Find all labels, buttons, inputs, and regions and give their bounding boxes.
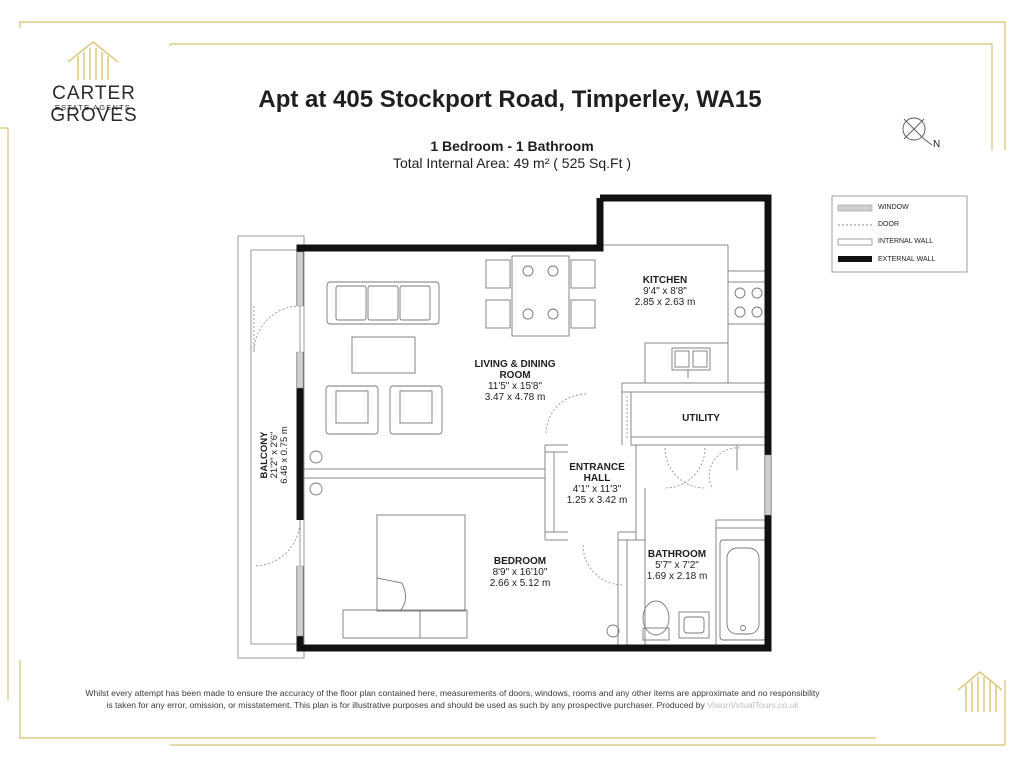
- footer-logo-icon: [957, 671, 1003, 712]
- window-swatch: [837, 204, 873, 212]
- legend-door-label: DOOR: [878, 221, 899, 228]
- disclaimer-line-1: Whilst every attempt has been made to en…: [85, 688, 820, 698]
- room-bathroom: BATHROOM 5'7" x 7'2" 1.69 x 2.18 m: [622, 549, 732, 582]
- room-name-2: ROOM: [499, 370, 531, 381]
- room-kitchen: KITCHEN 9'4" x 8'8" 2.85 x 2.63 m: [610, 275, 720, 308]
- internal-walls: [303, 244, 769, 645]
- compass-north-label: N: [933, 139, 941, 150]
- room-name: LIVING & DINING: [474, 359, 556, 370]
- room-name: BATHROOM: [647, 549, 707, 560]
- room-metric: 1.25 x 3.42 m: [566, 495, 628, 506]
- brand-name: CARTER GROVES: [50, 83, 138, 126]
- compass-icon: [902, 117, 933, 146]
- logo-house-icon: [67, 41, 119, 80]
- total-area: Total Internal Area: 49 m² ( 525 Sq.Ft ): [392, 155, 632, 171]
- brand-tagline: ESTATE AGENTS: [54, 103, 132, 112]
- producer-credit: VisionVirtualTours.co.uk: [707, 700, 799, 710]
- room-balcony: BALCONY 21'2" x 2'6" 6.46 x 0.75 m: [259, 395, 290, 515]
- room-name: ENTRANCE: [569, 462, 625, 473]
- room-name-2: HALL: [583, 473, 611, 484]
- legend-external-wall-label: EXTERNAL WALL: [878, 256, 936, 263]
- legend-box: [831, 195, 968, 273]
- room-metric: 2.85 x 2.63 m: [634, 297, 696, 308]
- rooms-summary: 1 Bedroom - 1 Bathroom: [430, 138, 594, 154]
- windows: [296, 251, 772, 637]
- room-name: UTILITY: [682, 413, 720, 424]
- page-title: Apt at 405 Stockport Road, Timperley, WA…: [258, 86, 762, 113]
- room-metric: 2.66 x 5.12 m: [489, 578, 551, 589]
- room-entrance-hall: ENTRANCE HALL 4'1" x 11'3" 1.25 x 3.42 m: [552, 462, 642, 506]
- room-imperial: 11'5" x 15'8": [487, 381, 543, 392]
- door-swings: [253, 305, 741, 586]
- legend-window-label: WINDOW: [878, 204, 909, 211]
- room-imperial: 5'7" x 7'2": [655, 560, 699, 571]
- room-living-dining: LIVING & DINING ROOM 11'5" x 15'8" 3.47 …: [455, 359, 575, 403]
- room-imperial: 8'9" x 16'10": [492, 567, 548, 578]
- furniture: [309, 255, 767, 641]
- disclaimer-line-2: is taken for any error, omission, or mis…: [30, 699, 875, 711]
- room-metric: 1.69 x 2.18 m: [646, 571, 708, 582]
- disclaimer: Whilst every attempt has been made to en…: [30, 687, 875, 711]
- room-metric: 6.46 x 0.75 m: [279, 426, 290, 484]
- disclaimer-line-2-text: is taken for any error, omission, or mis…: [106, 700, 705, 710]
- legend-internal-wall-label: INTERNAL WALL: [878, 238, 934, 245]
- room-utility: UTILITY: [660, 413, 742, 424]
- room-imperial: 4'1" x 11'3": [572, 484, 622, 495]
- room-metric: 3.47 x 4.78 m: [484, 392, 546, 403]
- gold-frame: [0, 21, 1006, 746]
- room-bedroom: BEDROOM 8'9" x 16'10" 2.66 x 5.12 m: [465, 556, 575, 589]
- room-imperial: 9'4" x 8'8": [643, 286, 687, 297]
- internal-wall-swatch: [837, 238, 873, 246]
- room-name: BEDROOM: [493, 556, 547, 567]
- external-wall-swatch: [838, 256, 872, 262]
- room-name: KITCHEN: [642, 275, 688, 286]
